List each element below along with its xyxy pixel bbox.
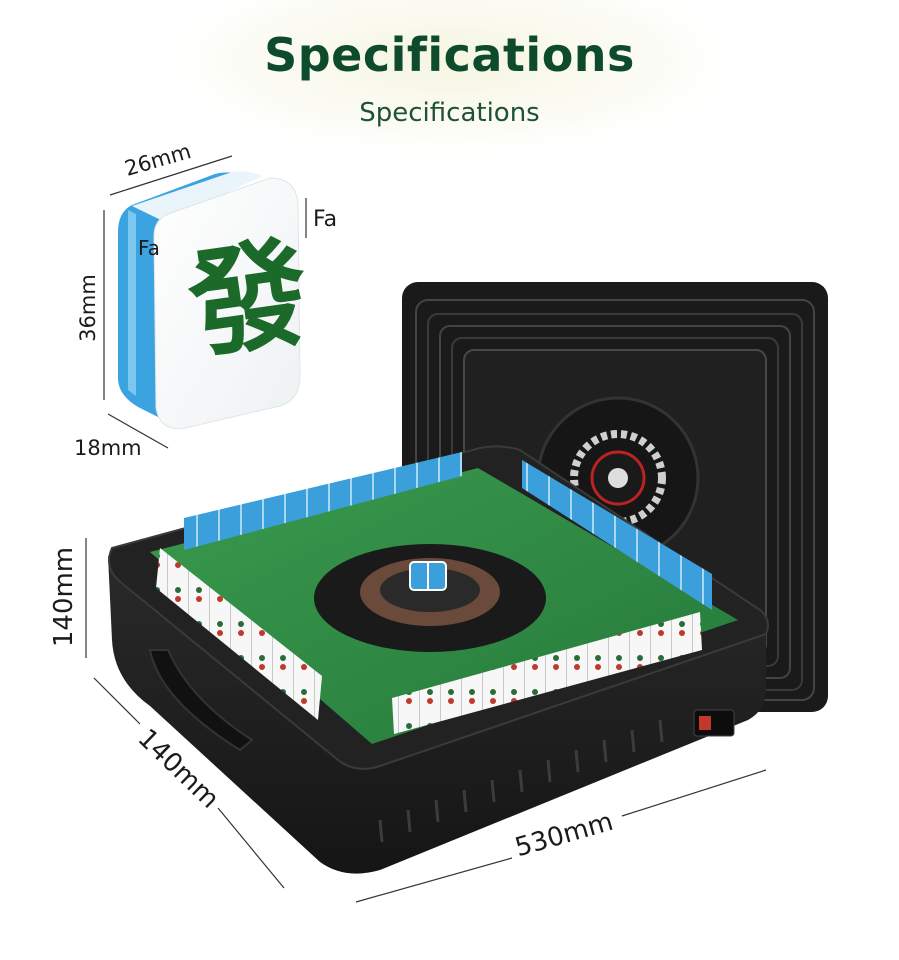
tile-back xyxy=(118,172,255,418)
tile-character: 發 xyxy=(180,221,318,376)
tile-wall-right xyxy=(522,460,712,610)
table-handle xyxy=(148,649,254,752)
page-title: Specifications xyxy=(264,28,635,82)
tile-height-label: 36mm xyxy=(75,274,100,342)
page-subtitle: Specifications xyxy=(359,98,540,128)
tile-depth-label: 18mm xyxy=(74,436,142,460)
tile-wall-front xyxy=(392,612,702,734)
tile-dimension-lines xyxy=(103,155,307,449)
mahjong-table xyxy=(108,445,769,874)
tile-wall-back xyxy=(184,452,462,550)
tile-label-front: Fa xyxy=(138,236,160,260)
table-dimension-lines xyxy=(85,538,767,903)
table-height-label: 140mm xyxy=(49,546,80,648)
mahjong-tile xyxy=(118,171,301,430)
table-body xyxy=(108,556,766,874)
tile-face xyxy=(153,177,301,430)
tile-wall-left xyxy=(156,548,322,720)
header-glow xyxy=(150,0,750,160)
tile-label-side: Fa xyxy=(313,207,338,232)
